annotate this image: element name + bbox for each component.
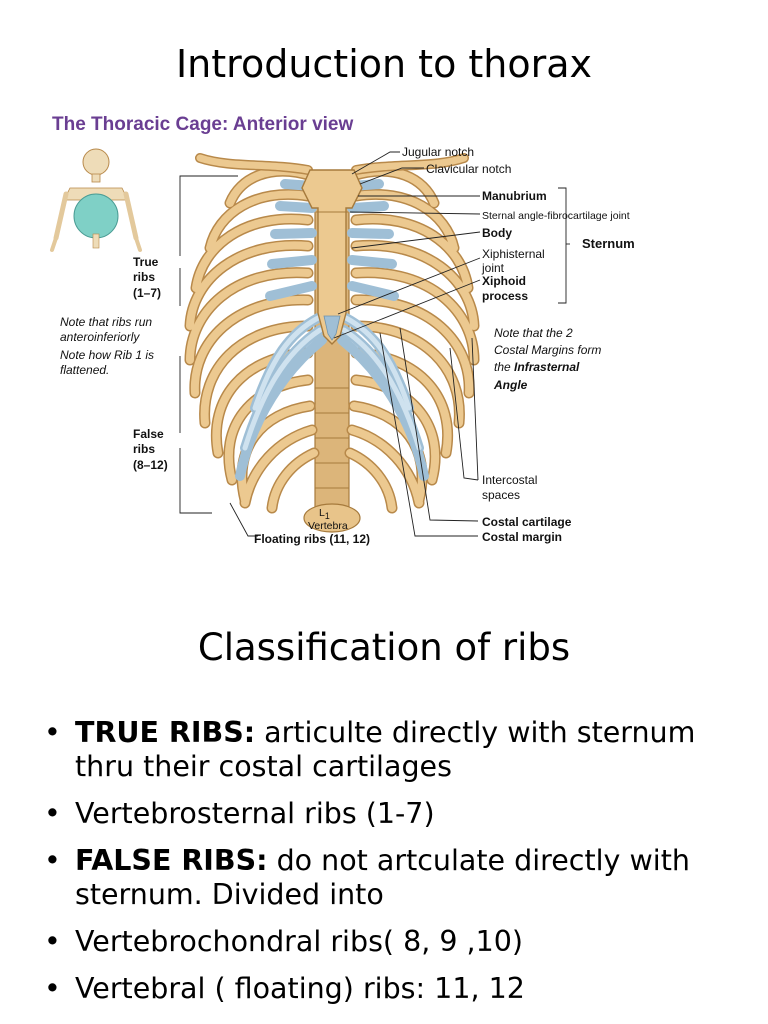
page-title: Introduction to thorax [175, 42, 593, 86]
note-left-line4: flattened. [60, 363, 110, 377]
label-true-ribs-line2: ribs [133, 270, 156, 284]
list-item: • FALSE RIBS: do not artculate directly w… [44, 844, 744, 912]
label-body: Body [482, 226, 512, 240]
ribs-right-fill [346, 167, 478, 512]
label-jugular-notch: Jugular notch [402, 145, 475, 159]
label-false-ribs-line3: (8–12) [133, 458, 168, 472]
bullet-bold-text: FALSE RIBS: [75, 844, 268, 877]
leader-lines [179, 151, 570, 537]
costal-cartilages-highlight [242, 315, 422, 451]
bullet-text: do not artculate directly with sternum. … [75, 844, 690, 911]
thoracic-cage-figure: The Thoracic Cage: Anterior view [40, 108, 680, 556]
list-item: • Vertebral ( floating) ribs: 11, 12 [44, 972, 744, 1006]
note-right-line3: the Infrasternal [494, 360, 579, 374]
note-right-line4: Angle [494, 378, 528, 392]
note-right-line3-text: the [494, 360, 511, 374]
label-sternal-angle: Sternal angle-fibrocartilage joint [482, 210, 630, 222]
skeleton-thumbnail [50, 148, 142, 252]
section-title-classification: Classification of ribs [197, 626, 571, 669]
bullet-text: articulte directly with sternum thru the… [75, 716, 696, 783]
note-left-line2: anteroinferiorly [60, 330, 140, 344]
label-costal-cartilage: Costal cartilage [482, 515, 572, 529]
note-left-line3: Note how Rib 1 is [60, 348, 155, 362]
note-left-line1: Note that ribs run [60, 315, 153, 329]
label-false-ribs-line2: ribs [133, 442, 156, 456]
bullet-text: Vertebrosternal ribs (1-7) [75, 797, 435, 830]
classification-bullet-list: • TRUE RIBS: articulte directly with ster… [44, 716, 744, 1019]
ribs-left-fill [186, 167, 318, 512]
note-right-line2: Costal Margins form [494, 343, 602, 357]
bullet-bold-text: TRUE RIBS: [75, 716, 256, 749]
label-xiphisternal-joint-line1: Xiphisternal [482, 247, 545, 261]
note-right-infrasternal: Infrasternal [514, 360, 580, 374]
bullet-text: Vertebrochondral ribs( 8, 9 ,10) [75, 925, 523, 958]
list-item: • TRUE RIBS: articulte directly with ster… [44, 716, 744, 784]
label-xiphoid-process-line1: Xiphoid [482, 274, 526, 288]
label-xiphoid-process-line2: process [482, 289, 529, 303]
label-vertebra-sub: 1 [324, 511, 330, 522]
thoracic-cage-illustration [50, 148, 570, 537]
label-vertebra-l1: L1 [319, 506, 330, 523]
sternum [301, 169, 363, 345]
bullet-dot: • [44, 797, 61, 830]
label-true-ribs-line1: True [133, 255, 159, 269]
label-false-ribs-line1: False [133, 427, 164, 441]
label-intercostal-spaces-line1: Intercostal [482, 473, 538, 487]
label-costal-margin: Costal margin [482, 530, 563, 544]
figure-title: The Thoracic Cage: Anterior view [52, 114, 354, 135]
bullet-dot: • [44, 716, 61, 749]
label-vertebra: Vertebra [308, 520, 348, 532]
bullet-dot: • [44, 844, 61, 877]
label-manubrium: Manubrium [482, 189, 547, 203]
bullet-text: Vertebral ( floating) ribs: 11, 12 [75, 972, 525, 1005]
list-item: • Vertebrosternal ribs (1-7) [44, 797, 744, 831]
clavicles [195, 153, 469, 175]
label-floating-ribs: Floating ribs (11, 12) [254, 532, 371, 546]
label-xiphisternal-joint-line2: joint [482, 261, 505, 275]
note-right-line1: Note that the 2 [494, 326, 573, 340]
list-item: • Vertebrochondral ribs( 8, 9 ,10) [44, 925, 744, 959]
label-vertebra-l: L [319, 507, 325, 519]
label-sternum: Sternum [582, 236, 635, 251]
label-true-ribs-line3: (1–7) [133, 286, 162, 300]
bullet-dot: • [44, 925, 61, 958]
label-clavicular-notch: Clavicular notch [426, 162, 512, 176]
bullet-dot: • [44, 972, 61, 1005]
label-intercostal-spaces-line2: spaces [482, 488, 521, 502]
